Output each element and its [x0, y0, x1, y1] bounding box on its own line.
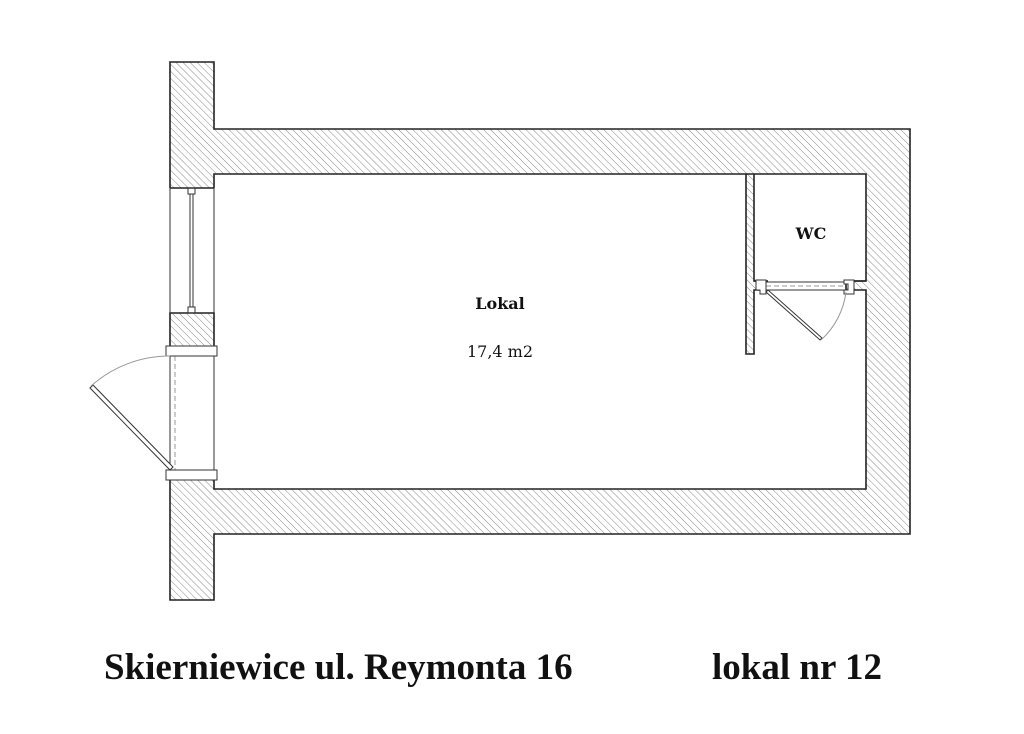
caption-unit: lokal nr 12 [712, 647, 882, 688]
room-label-lokal: Lokal [475, 294, 525, 313]
caption-address: Skierniewice ul. Reymonta 16 [104, 647, 573, 688]
window [169, 187, 215, 314]
entrance-door [89, 345, 218, 481]
wc-door [755, 279, 855, 341]
room-area-lokal: 17,4 m2 [466, 342, 534, 361]
walls [170, 62, 910, 600]
room-label-wc: WC [795, 224, 827, 243]
